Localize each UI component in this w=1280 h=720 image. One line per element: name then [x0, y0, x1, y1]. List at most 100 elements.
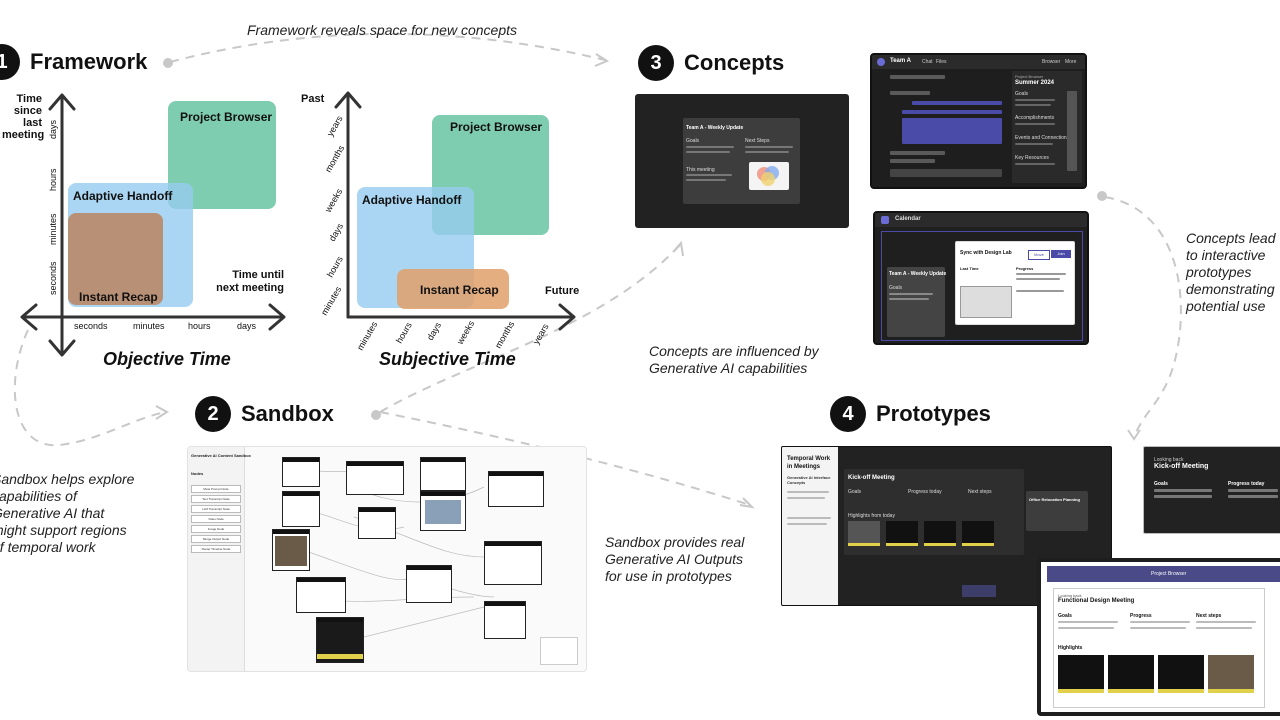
popup-title: Sync with Design Lab — [960, 250, 1012, 256]
concept-recap-screenshot: Team A - Weekly Update Goals Next Steps … — [635, 94, 849, 228]
sandbox-node[interactable] — [420, 491, 466, 531]
message-input[interactable] — [890, 169, 1002, 177]
project-browser-header-text: Project Browser — [1151, 571, 1187, 577]
region-label: Instant Recap — [420, 283, 499, 297]
tab-files[interactable]: Files — [936, 59, 947, 65]
functional-label: Looking back — [1058, 593, 1082, 598]
recap-title: Team A - Weekly Update — [686, 125, 744, 131]
highlight-thumb — [848, 521, 880, 546]
recap-this-meeting: This meeting — [686, 167, 715, 173]
node-button[interactable]: Merge Output Node — [191, 535, 241, 543]
move-button[interactable]: Move — [1028, 250, 1050, 260]
sandbox-node[interactable] — [488, 471, 544, 507]
light-kickoff-col: Goals — [1154, 481, 1168, 487]
sandbox-heading: 2 Sandbox — [195, 396, 334, 432]
sandbox-node[interactable] — [282, 491, 320, 527]
y-axis-label-line: last — [23, 117, 42, 129]
calendar-icon — [881, 216, 889, 224]
prototype-functional-screenshot: Project Browser Looking back Functional … — [1037, 558, 1280, 716]
checkbox-line — [1154, 495, 1212, 498]
y-axis-label: Time since last meeting — [2, 93, 44, 141]
y-axis-label-line: Time — [16, 93, 42, 105]
sandbox-node[interactable] — [296, 577, 346, 613]
sandbox-node[interactable] — [406, 565, 452, 603]
prototype-footer-button[interactable] — [962, 585, 996, 597]
functional-highlights: Highlights — [1058, 645, 1083, 651]
text-line — [1015, 104, 1051, 106]
concepts-influenced-note: Concepts are influenced by Generative AI… — [649, 343, 819, 377]
x-axis-label-line: Time until — [232, 269, 284, 281]
y-tick: seconds — [48, 261, 58, 295]
node-button[interactable]: Meta Prompt Node — [191, 485, 241, 493]
node-button[interactable]: Recap Timeline Node — [191, 545, 241, 553]
teams-top-bar: Team A Chat Files Browser More — [872, 55, 1085, 69]
node-button[interactable]: LLM Transcript Node — [191, 505, 241, 513]
kickoff-title: Kick-off Meeting — [848, 475, 895, 481]
chat-bubble — [912, 101, 1002, 105]
kickoff-col: Goals — [848, 489, 862, 495]
region-instant-recap: Instant Recap — [397, 269, 509, 309]
chat-bubble — [890, 75, 945, 79]
panel-section: Key Resources — [1015, 155, 1049, 161]
concepts-heading: 3 Concepts — [638, 45, 784, 81]
x-axis-label-line: next meeting — [216, 282, 284, 294]
sandbox-node[interactable] — [346, 461, 404, 495]
region-label: Instant Recap — [79, 290, 158, 304]
section-number-badge: 2 — [195, 396, 231, 432]
sandbox-node[interactable] — [420, 457, 466, 491]
sandbox-node[interactable] — [484, 601, 526, 639]
looking-back-label: Looking back — [1154, 457, 1184, 463]
node-button[interactable]: Image Node — [191, 525, 241, 533]
x-tick: seconds — [74, 321, 108, 331]
sandbox-node[interactable] — [484, 541, 542, 585]
office-relocation-title: Office Relocation Planning — [1029, 497, 1080, 502]
x-tick: days — [237, 321, 257, 331]
framework-reveals-note: Framework reveals space for new concepts — [247, 22, 517, 39]
venn-circle — [761, 172, 775, 186]
text-line — [1015, 99, 1055, 101]
y-axis-label-line: since — [13, 105, 42, 117]
sandbox-screenshot: Generative AI Content Sandbox Nodes Meta… — [187, 446, 587, 672]
section-title: Prototypes — [876, 401, 991, 426]
note-line: Framework reveals space for new concepts — [247, 22, 517, 38]
prototypes-heading: 4 Prototypes — [830, 396, 991, 432]
highlight-thumb — [962, 521, 994, 546]
section-title: Framework — [30, 49, 148, 74]
x-axis-label: Future — [545, 285, 580, 297]
tab-browser[interactable]: Browser — [1042, 59, 1061, 65]
node-highlight — [317, 654, 363, 659]
functional-col: Next steps — [1196, 613, 1222, 619]
sandbox-node[interactable] — [358, 507, 396, 539]
highlight-thumb — [1158, 655, 1204, 693]
sandbox-node[interactable] — [272, 529, 310, 571]
node-button[interactable]: Text Transcript Node — [191, 495, 241, 503]
node-image — [425, 500, 461, 524]
sandbox-node[interactable] — [316, 617, 364, 663]
text-line — [1130, 627, 1186, 629]
functional-col: Goals — [1058, 613, 1072, 619]
panel-section: Events and Connections — [1015, 135, 1070, 141]
text-line — [787, 491, 829, 493]
prototype-kickoff-dark-screenshot: Temporal Work in Meetings Generative AI … — [781, 446, 1112, 606]
y-tick: days — [48, 119, 58, 139]
sandbox-title: Generative AI Content Sandbox — [191, 453, 251, 458]
kickoff-card: Kick-off Meeting Goals Progress today Ne… — [844, 469, 1024, 555]
join-button[interactable]: Join — [1051, 250, 1071, 258]
text-line — [686, 174, 732, 176]
sandbox-node[interactable] — [282, 457, 320, 487]
node-button[interactable]: Video Node — [191, 515, 241, 523]
x-tick: hours — [188, 321, 211, 331]
text-line — [787, 517, 831, 519]
light-kickoff-title: Kick-off Meeting — [1154, 463, 1209, 470]
nodes-heading: Nodes — [191, 471, 204, 476]
sidebar-subtitle: Generative AI Interface Concepts — [787, 475, 831, 485]
chat-bubble — [890, 151, 945, 155]
region-label: Adaptive Handoff — [73, 189, 173, 203]
y-tick: minutes — [48, 213, 58, 245]
text-line — [745, 151, 789, 153]
tab-chat[interactable]: Chat — [922, 59, 933, 65]
popup-col: Progress — [1016, 266, 1034, 271]
tab-more[interactable]: More — [1065, 59, 1077, 65]
recap-goals: Goals — [686, 138, 700, 144]
